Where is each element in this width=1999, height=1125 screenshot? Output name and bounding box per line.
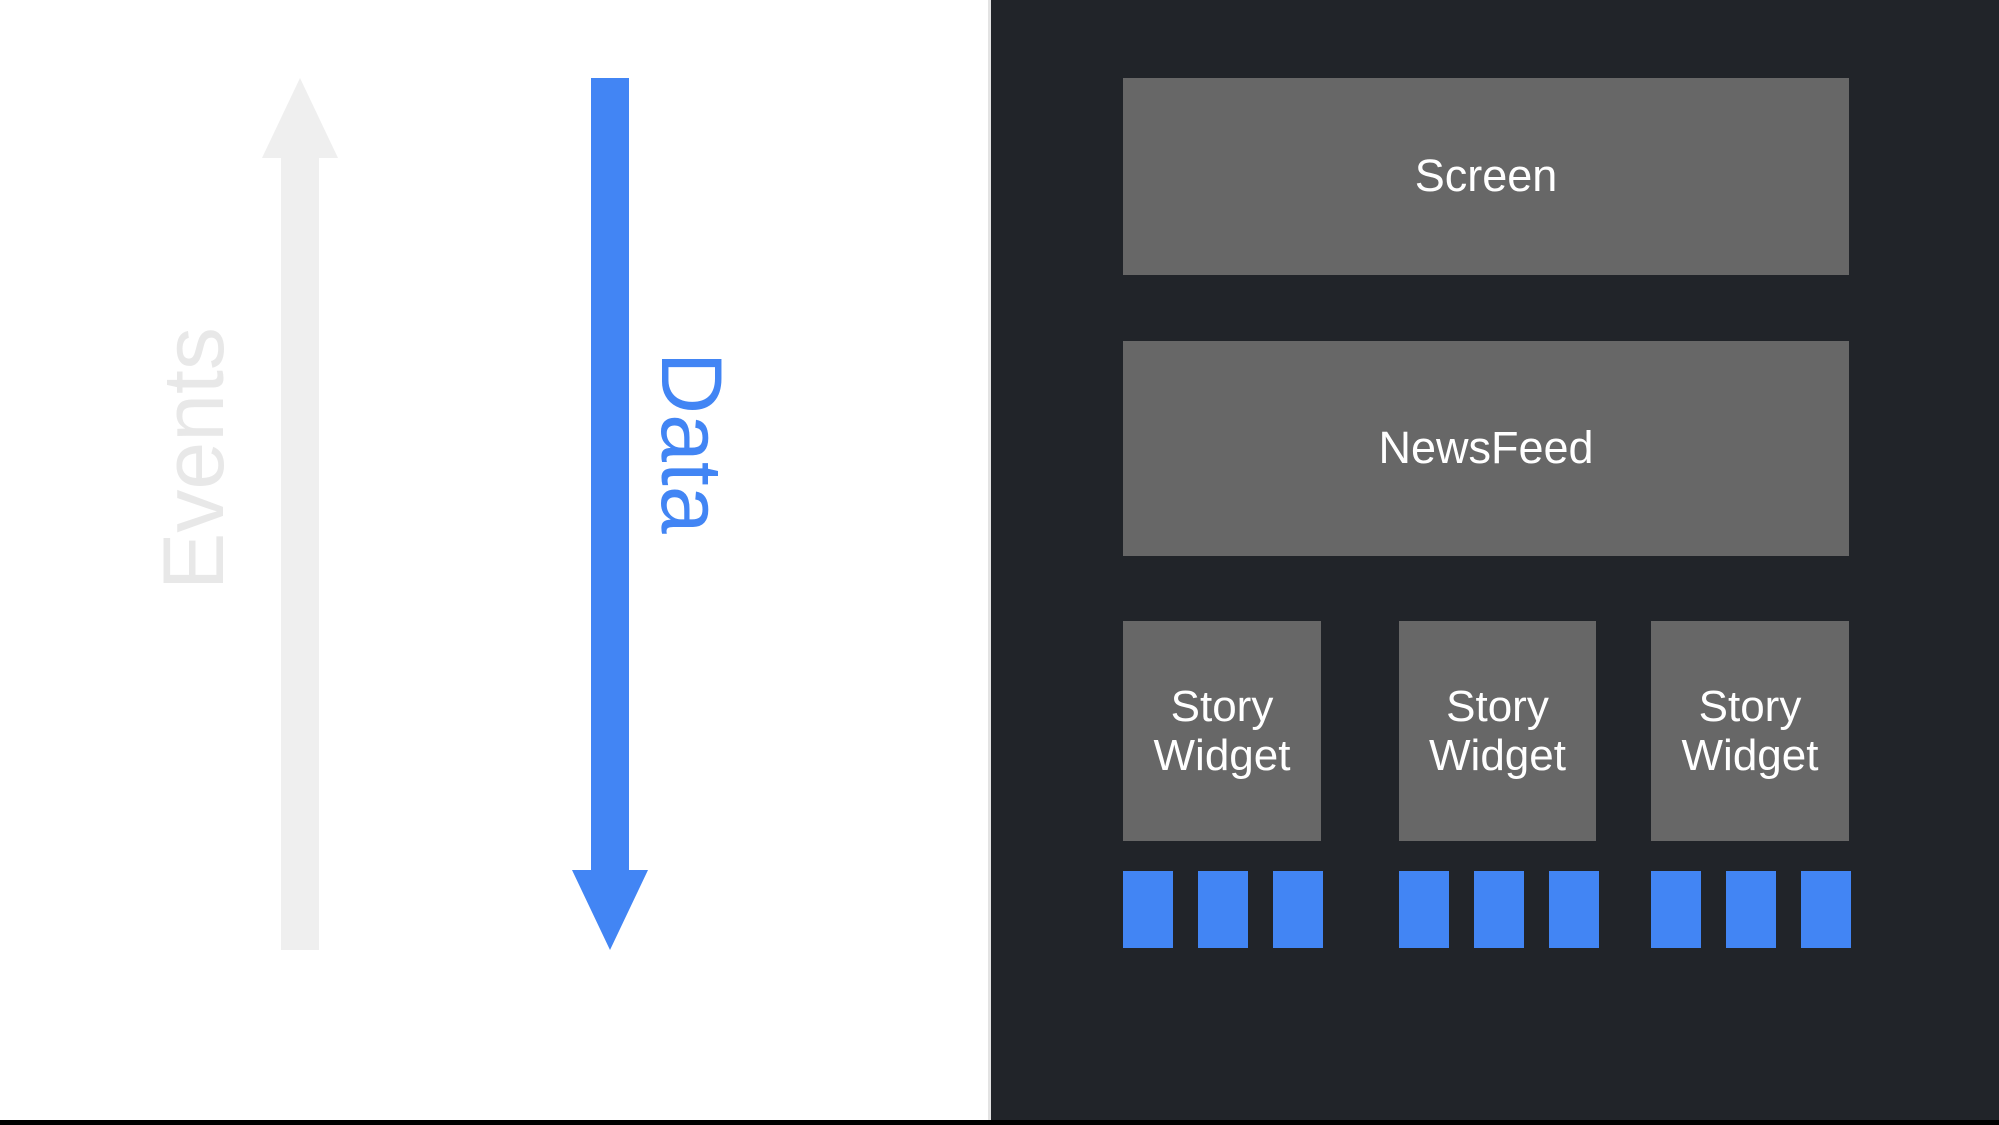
component-tree-panel: Screen NewsFeed Story Widget Story Widge… bbox=[988, 0, 1999, 1120]
data-flow-label: Data bbox=[643, 352, 739, 534]
event-square[interactable] bbox=[1273, 871, 1323, 948]
event-square[interactable] bbox=[1549, 871, 1599, 948]
story-widget-label-line1: Story bbox=[1170, 681, 1274, 731]
newsfeed-node[interactable]: NewsFeed bbox=[1123, 341, 1849, 556]
event-square[interactable] bbox=[1726, 871, 1776, 948]
data-arrow-icon bbox=[572, 78, 648, 950]
event-square[interactable] bbox=[1198, 871, 1248, 948]
story-widget-label: Story Widget bbox=[1154, 682, 1291, 781]
event-square[interactable] bbox=[1399, 871, 1449, 948]
event-square[interactable] bbox=[1801, 871, 1851, 948]
event-square[interactable] bbox=[1651, 871, 1701, 948]
story-widget-node[interactable]: Story Widget bbox=[1399, 621, 1596, 841]
story-widget-label-line2: Widget bbox=[1153, 731, 1291, 780]
bottom-divider bbox=[0, 1120, 1999, 1125]
events-arrow-icon bbox=[262, 78, 338, 950]
screen-node[interactable]: Screen bbox=[1123, 78, 1849, 275]
event-square-group bbox=[1123, 871, 1323, 948]
event-square-group bbox=[1399, 871, 1599, 948]
story-widget-label: Story Widget bbox=[1682, 682, 1819, 781]
story-widget-label-line1: Story bbox=[1698, 681, 1802, 731]
events-flow-label: Events bbox=[146, 327, 242, 590]
event-square-group bbox=[1651, 871, 1851, 948]
story-widget-label-line2: Widget bbox=[1681, 731, 1819, 780]
event-square[interactable] bbox=[1474, 871, 1524, 948]
story-widget-node[interactable]: Story Widget bbox=[1651, 621, 1849, 841]
story-widget-label: Story Widget bbox=[1429, 682, 1566, 781]
story-widget-node[interactable]: Story Widget bbox=[1123, 621, 1321, 841]
story-widget-label-line2: Widget bbox=[1429, 731, 1566, 780]
flow-legend-panel: Events Data bbox=[0, 0, 988, 1120]
story-widget-label-line1: Story bbox=[1446, 681, 1549, 731]
event-square[interactable] bbox=[1123, 871, 1173, 948]
